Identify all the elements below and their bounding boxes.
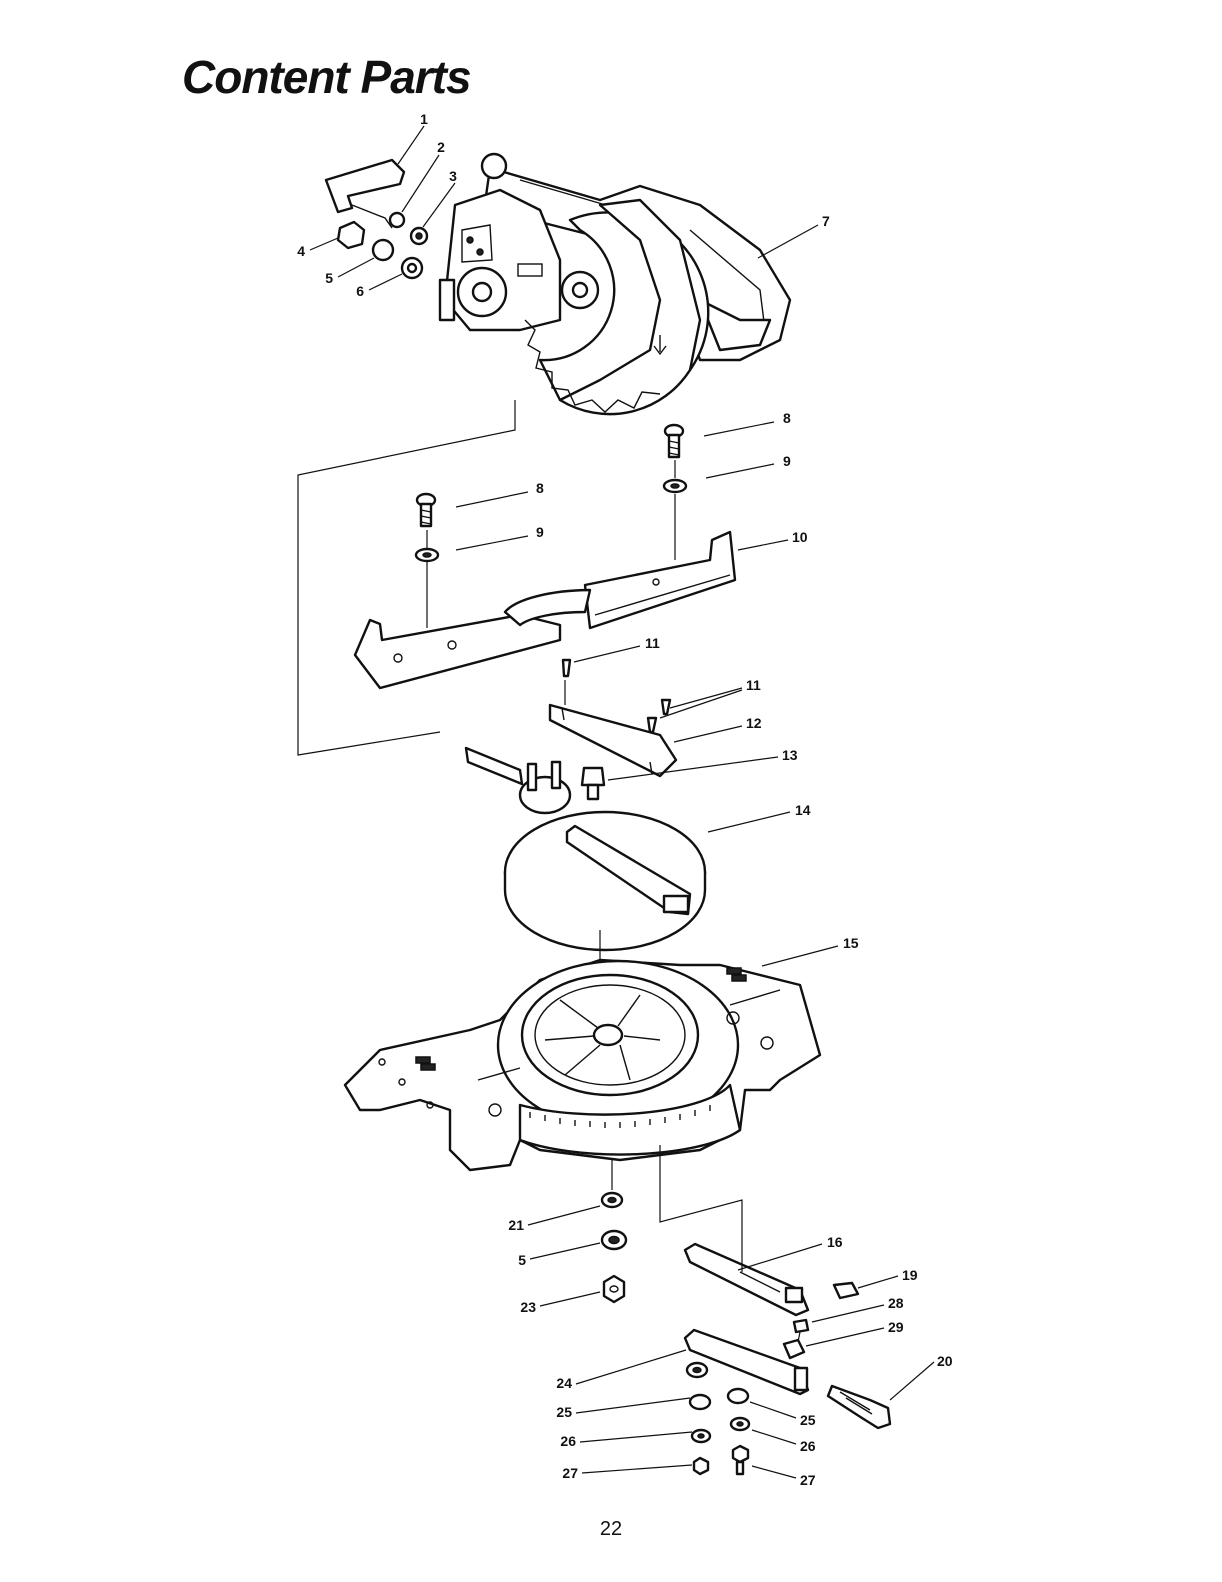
callout-27-left: 27 bbox=[562, 1465, 578, 1481]
callout-1: 1 bbox=[420, 111, 428, 127]
callout-23: 23 bbox=[520, 1299, 536, 1315]
bevel-shaft-assembly bbox=[464, 746, 606, 815]
page-number: 22 bbox=[599, 1518, 623, 1540]
turntable bbox=[503, 810, 707, 952]
callout-26-right: 26 bbox=[800, 1438, 816, 1454]
callout-leader-lines bbox=[309, 125, 935, 1479]
callout-12: 12 bbox=[746, 715, 762, 731]
callout-11-pair: 11 bbox=[746, 677, 761, 693]
bolt-left bbox=[414, 492, 440, 563]
callout-5: 5 bbox=[325, 270, 333, 286]
callout-16: 16 bbox=[827, 1234, 843, 1250]
callout-9-upper: 9 bbox=[783, 453, 791, 469]
callout-10: 10 bbox=[792, 529, 808, 545]
callout-labels: 1 2 3 4 5 6 7 8 9 8 9 10 11 11 12 13 14 … bbox=[297, 111, 953, 1488]
callout-27-right: 27 bbox=[800, 1472, 816, 1488]
assembly-connector-lines bbox=[297, 400, 801, 1343]
fence-assembly bbox=[353, 423, 737, 690]
callout-8-upper: 8 bbox=[783, 410, 791, 426]
callout-11-single: 11 bbox=[645, 635, 660, 651]
callout-13: 13 bbox=[782, 747, 798, 763]
callout-14: 14 bbox=[795, 802, 811, 818]
callout-28: 28 bbox=[888, 1295, 904, 1311]
bolt-right bbox=[662, 423, 688, 494]
page-title: Content Parts bbox=[182, 51, 472, 103]
callout-21: 21 bbox=[508, 1217, 524, 1233]
callout-8-lower: 8 bbox=[536, 480, 544, 496]
table-insert-assembly bbox=[548, 658, 678, 778]
callout-5-lower: 5 bbox=[518, 1252, 526, 1268]
callout-26-left: 26 bbox=[560, 1433, 576, 1449]
callout-6: 6 bbox=[356, 283, 364, 299]
callout-9-lower: 9 bbox=[536, 524, 544, 540]
callout-29: 29 bbox=[888, 1319, 904, 1335]
callout-25-left: 25 bbox=[556, 1404, 572, 1420]
callout-3: 3 bbox=[449, 168, 457, 184]
callout-25-right: 25 bbox=[800, 1412, 816, 1428]
callout-24: 24 bbox=[556, 1375, 572, 1391]
callout-20: 20 bbox=[937, 1353, 953, 1369]
saw-base bbox=[343, 958, 822, 1172]
saw-head-assembly bbox=[324, 152, 792, 416]
callout-15: 15 bbox=[843, 935, 859, 951]
callout-19: 19 bbox=[902, 1267, 918, 1283]
callout-4: 4 bbox=[297, 243, 305, 259]
lower-pivot-fasteners bbox=[600, 1191, 628, 1304]
callout-2: 2 bbox=[437, 139, 445, 155]
miter-lock-assembly bbox=[683, 1242, 892, 1430]
callout-7: 7 bbox=[822, 213, 830, 229]
lower-washer-stacks bbox=[685, 1361, 751, 1476]
